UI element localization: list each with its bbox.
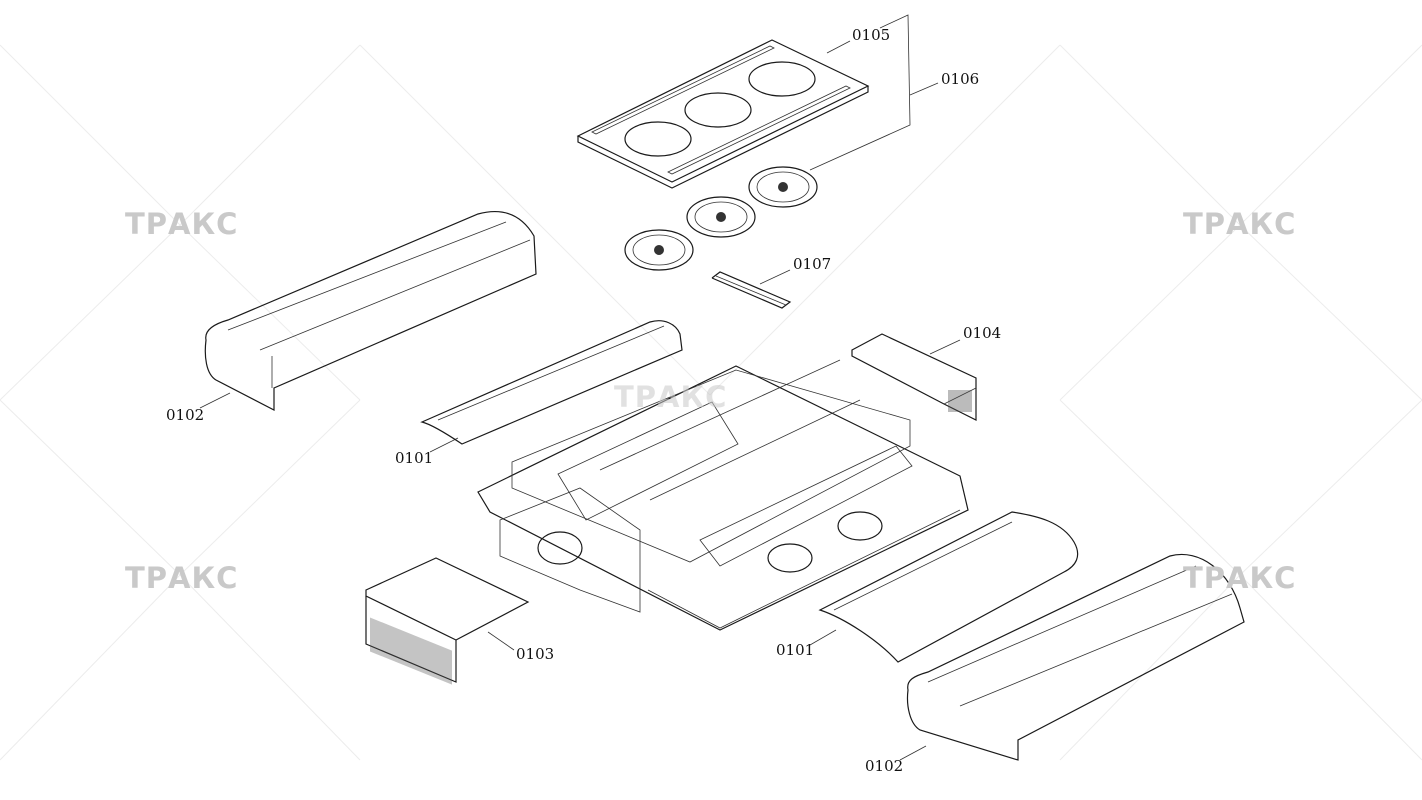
watermark-text: ТРАКС bbox=[125, 561, 239, 595]
callout-0101-right: 0101 bbox=[776, 641, 815, 659]
callout-0102-left: 0102 bbox=[166, 406, 205, 424]
left-panel-0101 bbox=[420, 320, 683, 445]
main-chassis bbox=[477, 359, 969, 631]
watermark-grid bbox=[0, 44, 1422, 761]
watermark-text: ТРАКС bbox=[1183, 561, 1297, 595]
right-cover-0102 bbox=[906, 553, 1245, 761]
watermark-text: ТРАКС bbox=[614, 380, 728, 414]
axial-fans bbox=[624, 166, 818, 271]
callout-0103: 0103 bbox=[516, 645, 555, 663]
callout-0105: 0105 bbox=[852, 26, 891, 44]
top-grille-panel bbox=[576, 39, 870, 189]
watermark-text: ТРАКС bbox=[125, 207, 239, 241]
side-cover-0104 bbox=[851, 333, 977, 421]
callout-0106: 0106 bbox=[941, 70, 980, 88]
watermark-text: ТРАКС bbox=[1183, 207, 1297, 241]
right-panel-0101 bbox=[818, 511, 1079, 663]
callout-0102-right: 0102 bbox=[865, 757, 904, 775]
leader-lines bbox=[199, 14, 961, 761]
callout-0101-left: 0101 bbox=[395, 449, 434, 467]
callout-0107: 0107 bbox=[793, 255, 832, 273]
side-cover-0103 bbox=[365, 557, 530, 685]
fan-bracket bbox=[711, 271, 792, 309]
left-cover-0102 bbox=[204, 210, 537, 411]
callout-0104: 0104 bbox=[963, 324, 1002, 342]
